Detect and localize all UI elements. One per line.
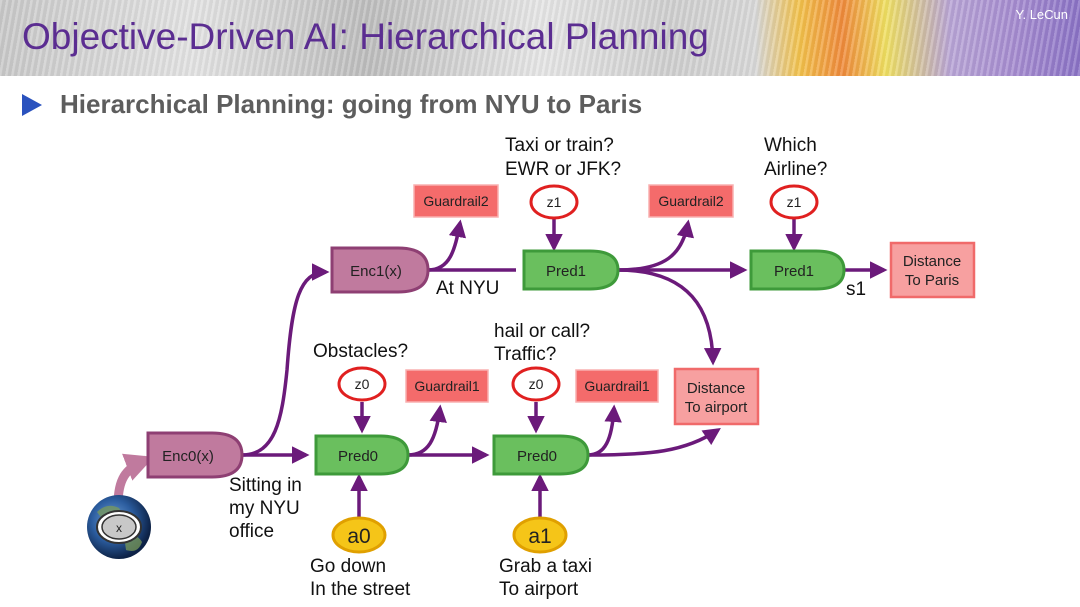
z0-node-b: z0 [511, 366, 561, 402]
a1-label: a1 [528, 525, 551, 548]
pred1-label-b: Pred1 [774, 263, 814, 280]
input-earth-icon: x [87, 495, 151, 559]
enc1-node: Enc1(x) [330, 246, 430, 294]
z1-label-a: z1 [547, 194, 562, 210]
edge-pred0b-distance-airport [587, 428, 721, 457]
guardrail2-label-a: Guardrail2 [423, 193, 489, 209]
which-airline-line2: Airline? [764, 159, 827, 180]
input-x-label: x [116, 521, 122, 535]
z0-label-b: z0 [529, 376, 544, 392]
edge-pred1a-distance-airport [617, 268, 722, 366]
guardrail2-label-b: Guardrail2 [658, 193, 724, 209]
edges [241, 218, 888, 518]
a1-node: a1 [512, 516, 568, 554]
edge-pred0a-guardrail1 [407, 404, 447, 457]
z0-label-a: z0 [355, 376, 370, 392]
guardrail1-node-b: Guardrail1 [575, 369, 659, 403]
edge-enc0-enc1 [241, 263, 330, 457]
guardrail1-label-b: Guardrail1 [584, 378, 650, 394]
distance-airport-line1: Distance [687, 380, 745, 397]
pred0-label-b: Pred0 [517, 448, 557, 465]
pred1-node-a: Pred1 [522, 249, 620, 291]
a0-label: a0 [347, 525, 370, 548]
distance-airport-node: Distance To airport [673, 367, 760, 426]
subtitle: Hierarchical Planning: going from NYU to… [60, 89, 643, 119]
pred1-node-b: Pred1 [749, 249, 846, 291]
which-airline-line1: Which [764, 135, 817, 156]
author-label: Y. LeCun [1015, 7, 1068, 22]
guardrail2-node-b: Guardrail2 [648, 184, 734, 218]
taxi-or-train-line2: EWR or JFK? [505, 159, 621, 180]
pred0-label-a: Pred0 [338, 448, 378, 465]
edge-pred1a-guardrail2b [617, 219, 695, 272]
at-nyu-label: At NYU [436, 278, 499, 299]
grab-taxi-line1: Grab a taxi [499, 556, 592, 577]
distance-paris-line2: To Paris [905, 272, 959, 289]
a0-node: a0 [331, 516, 387, 554]
guardrail2-node-a: Guardrail2 [413, 184, 499, 218]
header-banner: Objective-Driven AI: Hierarchical Planni… [0, 0, 1080, 76]
go-down-line1: Go down [310, 556, 386, 577]
go-down-line2: In the street [310, 579, 411, 600]
z1-node-a: z1 [529, 184, 579, 220]
taxi-or-train-line1: Taxi or train? [505, 135, 614, 156]
z0-node-a: z0 [337, 366, 387, 402]
distance-airport-line2: To airport [685, 399, 748, 416]
bullet-arrow-icon [22, 94, 42, 116]
annotations: Taxi or train? EWR or JFK? Which Airline… [229, 135, 866, 600]
pred0-node-a: Pred0 [314, 434, 410, 476]
edge-enc1-guardrail2 [427, 219, 467, 272]
hail-or-call-line1: hail or call? [494, 321, 590, 342]
pred1-label-a: Pred1 [546, 263, 586, 280]
sitting-line2: my NYU [229, 498, 300, 519]
z1-node-b: z1 [769, 184, 819, 220]
enc0-node: Enc0(x) [146, 431, 244, 479]
page-title: Objective-Driven AI: Hierarchical Planni… [22, 16, 709, 57]
obstacles-label: Obstacles? [313, 341, 408, 362]
distance-paris-line1: Distance [903, 253, 961, 270]
enc0-label: Enc0(x) [162, 448, 214, 465]
guardrail1-label-a: Guardrail1 [414, 378, 480, 394]
hail-or-call-line2: Traffic? [494, 344, 556, 365]
sitting-line1: Sitting in [229, 475, 302, 496]
edge-pred0b-guardrail1b [587, 404, 622, 457]
z1-label-b: z1 [787, 194, 802, 210]
s1-label: s1 [846, 279, 866, 300]
pred0-node-b: Pred0 [492, 434, 590, 476]
sitting-line3: office [229, 521, 274, 542]
grab-taxi-line2: To airport [499, 579, 579, 600]
enc1-label: Enc1(x) [350, 263, 402, 280]
distance-paris-node: Distance To Paris [889, 241, 976, 299]
header-texture [0, 0, 1080, 76]
guardrail1-node-a: Guardrail1 [405, 369, 489, 403]
